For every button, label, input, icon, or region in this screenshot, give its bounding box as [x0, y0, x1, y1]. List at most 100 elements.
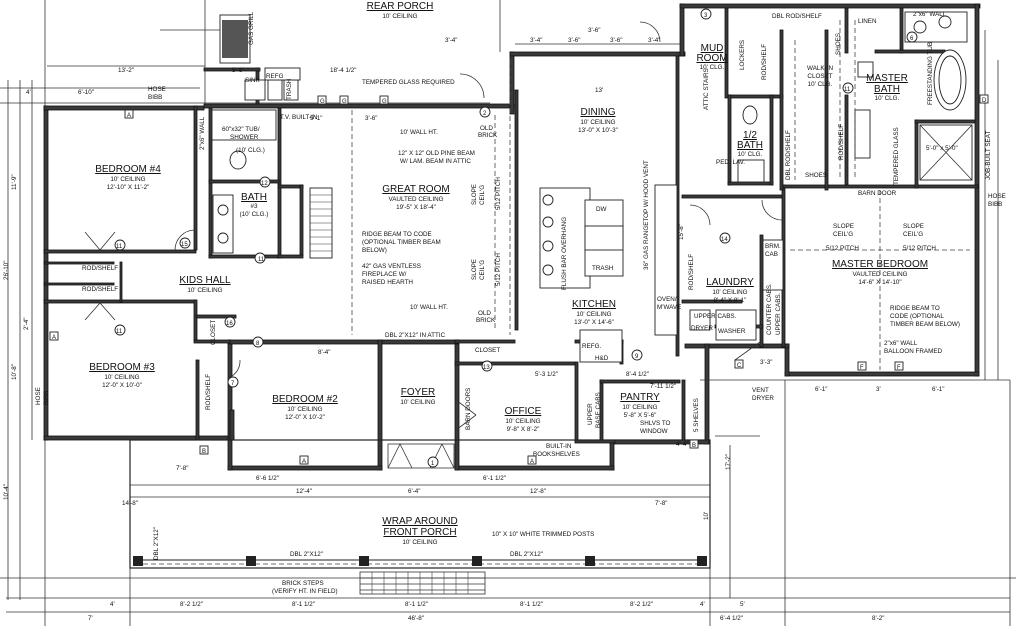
room-labels: REAR PORCH 10' CEILING DINING 10' CEILIN…	[89, 1, 928, 546]
great-room-size: 19'-5" X 18'-4"	[396, 204, 436, 211]
note-2x6: 2"x6" WALL	[913, 11, 947, 18]
note-range: 36" GAS RANGETOP W/ HOOD VENT	[643, 160, 650, 270]
fixtures	[211, 11, 973, 363]
note-brick: BRICK	[478, 132, 498, 139]
note-dbl-rod: DBL ROD/SHELF	[772, 13, 822, 20]
dim-bot-5: 5'	[740, 601, 745, 608]
note-trash: TRASH	[592, 265, 614, 272]
note-hose3: HOSE	[35, 387, 42, 405]
office-name: OFFICE	[505, 406, 542, 417]
dim-6-10: 6'-10"	[78, 89, 94, 96]
note-barn-door: BARN DOOR	[858, 190, 897, 197]
note-bibb3: BIBB	[43, 391, 50, 405]
half-bath-name: 1/2	[743, 130, 757, 141]
note-tempered-glass: TEMPERED GLASS	[893, 127, 900, 185]
note-bath3-clg: (10' CLG.)	[236, 147, 265, 154]
bedroom2-size: 12'-0" X 10'-2"	[285, 414, 325, 421]
dim-3-6b: 3'-6"	[610, 37, 623, 44]
dim-porch-8-1c: 8'-1 1/2"	[520, 601, 543, 608]
master-bedroom-ceiling: VAULTED CEILING	[852, 271, 907, 278]
note-pitch2: 5/12 PITCH	[903, 245, 936, 252]
note-dbl-2x12-b: DBL 2"X12"	[510, 551, 543, 558]
dim-left-10-8: 10'-8"	[11, 364, 18, 380]
dim-bottom-3: 3'	[876, 386, 881, 393]
marker-n13: 13	[483, 365, 490, 371]
dim-left-2-4: 2'-4"	[23, 317, 30, 330]
marker-n16: 16	[226, 321, 233, 327]
dim-bottom-3-3: 3'-3"	[760, 359, 773, 366]
note-posts: 10" X 10" WHITE TRIMMED POSTS	[492, 531, 594, 538]
dim-r-15-8: 15'-8"	[678, 224, 685, 240]
note-shoes: SHOES	[805, 172, 827, 179]
kitchen-ceiling: 10' CEILING	[576, 311, 611, 318]
dim-bot-7: 7'	[88, 615, 93, 622]
note-brm: BRM.	[765, 243, 781, 250]
marker-n11c: 11	[258, 257, 265, 263]
marker-a1: A	[127, 113, 131, 119]
kids-hall-ceiling: 10' CEILING	[187, 287, 222, 294]
dim-4: 4'	[26, 89, 31, 96]
kitchen-size: 13'-0" X 14'-6"	[574, 319, 614, 326]
note-closet2: CLOSET	[210, 320, 217, 345]
dim-bottom-6-1b: 6'-1"	[815, 386, 828, 393]
beam-lines	[351, 60, 970, 370]
note-washer: WASHER	[718, 328, 746, 335]
note-rod-shelf-b: ROD/SHELF	[82, 286, 118, 293]
marker-g3: G	[382, 99, 387, 105]
note-ridge-mb1: RIDGE BEAM TO	[890, 305, 940, 312]
foyer-ceiling: 10' CEILING	[400, 399, 435, 406]
dim-bottom-14-8: 14'-8"	[122, 500, 138, 507]
dim-13: 13'	[595, 87, 603, 94]
marker-b2: B	[202, 449, 206, 455]
marker-n15: 15	[181, 242, 188, 248]
dining-size: 13'-0" X 10'-3"	[578, 127, 618, 134]
marker-n8: 8	[256, 341, 260, 347]
bedroom2-name: BEDROOM #2	[272, 394, 338, 405]
note-shoes-2: SHOES	[835, 33, 842, 55]
note-shelves1: SHLVS TO	[640, 420, 671, 427]
dim-bottom-8-4b: 8'-4 1/2"	[626, 371, 649, 378]
office-size: 9'-8" X 8'-2"	[507, 426, 540, 433]
note-ceil2: CEIL'G	[903, 231, 923, 238]
note-vent: VENT	[752, 387, 769, 394]
marker-a4: A	[530, 459, 534, 465]
dim-bot-8-2: 8'-2"	[872, 615, 885, 622]
note-ridge-mb2: CODE (OPTIONAL	[890, 313, 944, 320]
dim-left-10-4: 10'-4"	[3, 484, 10, 500]
note-closet: CLOSET	[475, 347, 500, 354]
note-hwd: H&D	[595, 355, 609, 362]
note-upper-cabs: UPPER CABS.	[694, 313, 737, 320]
note-wall-ht2: 10' WALL HT.	[410, 304, 448, 311]
dim-bottom-12-8: 12'-8"	[530, 488, 546, 495]
note-slope-gr1: SLOPE	[471, 184, 478, 205]
note-tub-free: FREESTANDING TUB	[927, 42, 934, 105]
note-ceil-gr1: CEIL'G	[479, 185, 486, 205]
porch-ceiling: 10' CEILING	[402, 539, 437, 546]
master-bedroom-size: 14'-6" X 14'-10"	[858, 279, 901, 286]
walk-in-closet-1: WALK-IN	[807, 65, 833, 72]
front-porch	[129, 439, 711, 595]
master-bedroom-name: MASTER BEDROOM	[832, 259, 928, 270]
note-rod-shelf-d: ROD/SHELF	[838, 124, 845, 160]
note-refg: REFG.	[582, 343, 601, 350]
note-beam2: W/ LAM. BEAM IN ATTIC	[400, 158, 471, 165]
note-refg-small: REFG	[266, 73, 284, 80]
marker-n6: 6	[910, 36, 914, 42]
great-room-name: GREAT ROOM	[382, 184, 449, 195]
annotations: TEMPERED GLASS REQUIRED 10' WALL HT. OLD…	[35, 11, 1006, 595]
marker-n14: 14	[721, 237, 728, 243]
bedroom4-ceiling: 10' CEILING	[110, 176, 145, 183]
note-slope-gr2: SLOPE	[471, 259, 478, 280]
bedroom4-name: BEDROOM #4	[95, 164, 161, 175]
note-ridge2: (OPTIONAL TIMBER BEAM	[362, 239, 441, 246]
dim-left-11-9: 11'-9"	[11, 174, 18, 190]
dim-bot-6-4: 6'-4 1/2"	[720, 615, 743, 622]
dim-porch-8-1b: 8'-1 1/2"	[405, 601, 428, 608]
note-old: OLD	[480, 125, 493, 132]
marker-n3: 3	[704, 13, 708, 19]
bedroom3-name: BEDROOM #3	[89, 362, 155, 373]
marker-n1: 1	[431, 461, 435, 467]
dim-bottom-8-4: 8'-4"	[318, 349, 331, 356]
walk-in-closet-3: 10' CLG.	[808, 81, 833, 88]
